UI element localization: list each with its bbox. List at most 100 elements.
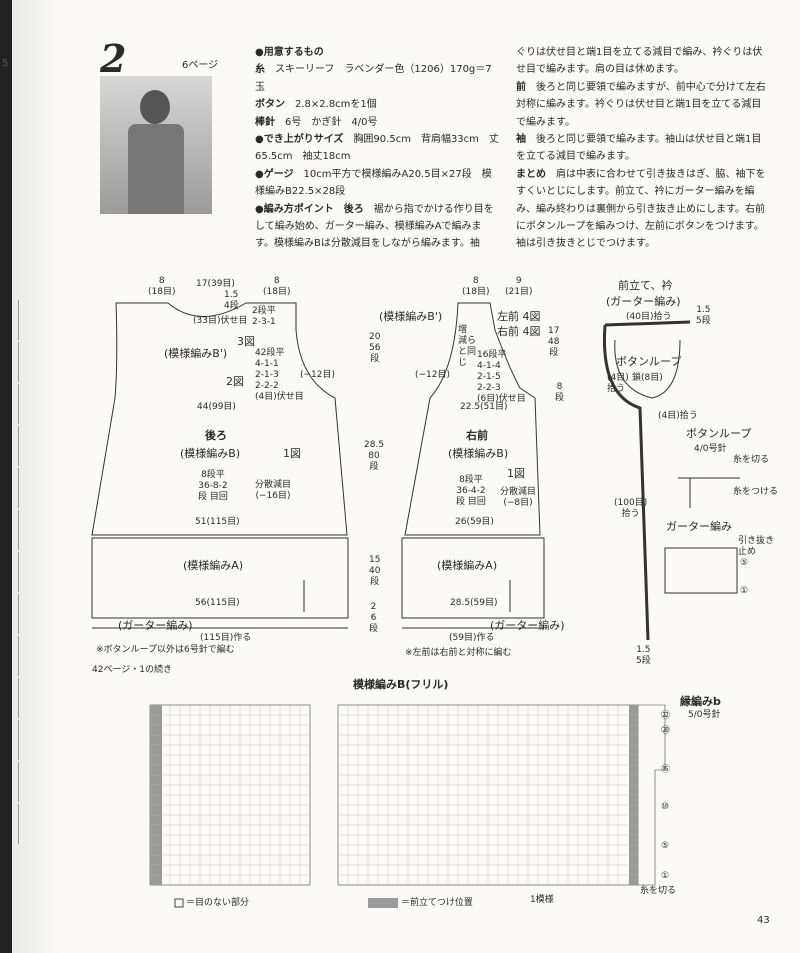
loop-detail-cut: 糸を切る [733,455,770,465]
back-side: (−12目) [300,370,336,380]
front-width-a: 28.5(59目) [450,598,498,608]
legend-blank-box [174,898,184,908]
book-spine [0,0,12,953]
text-para: ボタン 2.8×2.8cmを1個 [255,96,500,113]
chart-row-10: ⑩ [661,802,670,812]
back-pattern-a: (模様編みA) [183,559,244,572]
photo-body [128,124,184,214]
index-tab [0,594,19,634]
model-photo [100,76,212,214]
placket-loop-chain: 鎖(8目) [632,373,663,383]
index-tab [0,636,19,676]
front-top-left: 8 (18目) [462,276,490,297]
back-shoulder: 1.5 4段 [224,290,239,311]
photo-head [140,90,170,124]
placket-pick1: (40目)拾う [626,312,672,322]
chart-row-20: ⑳ [661,726,671,736]
pattern-number: 2 [100,36,127,81]
back-dist: 8段平 36-8-2 段 目回 [198,470,228,502]
placket-pick2: (4目) 拾う [607,373,629,394]
back-dist-note: 分散減目 (−16目) [255,480,292,501]
garter-row-1: ① [740,586,749,596]
front-dist: 8段平 36-4-2 段 目回 [456,475,486,507]
back-pattern-b-prime: (模様編みB') [164,347,228,360]
dim-h6: 8 段 [555,382,565,403]
front-side: (−12目) [415,370,451,380]
index-tab [0,468,19,508]
section-body: 胸囲90.5cm 背肩幅33cm 丈65.5cm 袖丈18cm [255,134,499,163]
back-fig3: 3図 [237,335,255,348]
back-name: 後ろ [205,429,227,442]
front-fig4-left: 左前 4図 [497,310,541,323]
front-neck-note: 増 減ら と同 じ [458,325,477,368]
placket-pick4: (100目) 拾う [614,498,648,519]
loop-detail-attach: 糸をつける [733,487,779,497]
placket-rows: 1.5 5段 [696,305,711,326]
front-width-b: 26(59目) [455,517,494,527]
dim-h3: 15 40 段 [369,555,381,587]
front-note: ※左前は右前と対称に編む [405,648,512,658]
gutter-mark: 5 [2,58,9,69]
index-tab [0,804,19,844]
chart-edge-hook: 5/0号針 [688,710,721,720]
chart-edge: 縁編みb [680,695,721,708]
index-tab [0,720,19,760]
front-outline [404,302,541,536]
placket-pick3: (4目)拾う [658,411,698,421]
back-note: ※ボタンループ以外は6号針で編む [96,645,235,655]
dim-h4: 2 6 段 [369,602,379,634]
back-pattern-a-outline [91,537,349,619]
front-pattern-a: (模様編みA) [437,559,498,572]
chart-gridlines [150,705,638,885]
chart-row-1: ① [661,871,670,881]
legend-pick: ＝前立てつけ位置 [401,898,473,908]
section-head: ●ゲージ [255,168,294,180]
back-cast: (115目)作る [200,633,252,643]
front-pattern-b-prime: (模様編みB') [379,310,443,323]
section-body: ぐりは伏せ目と端1目を立てる減目で編み、衿ぐりは伏せ目で編みます。肩の目は休めま… [516,47,763,76]
section-head: ●でき上がりサイズ [255,134,344,146]
index-tab [0,384,19,424]
section-head: 棒針 [255,116,275,128]
legend-blank: ＝目のない部分 [186,898,250,908]
section-body: 裾から指でかける作り目をして編み始め、ガーター編み、模様編みAで編みます。模様編… [255,203,494,250]
back-width-top: 44(99目) [197,402,236,412]
text-para: 前 後ろと同じ要領で編みますが、前中心で分けて左右対称に編みます。衿ぐりは伏せ目… [516,79,768,131]
section-body: 後ろと同じ要領で編みます。袖山は伏せ目と端1目を立てる減目で編みます。 [516,134,762,163]
index-tab [0,510,19,550]
text-para: ぐりは伏せ目と端1目を立てる減目で編み、衿ぐりは伏せ目で編みます。肩の目は休めま… [516,44,768,79]
back-neck-dec: 2段平 2-3-1 [252,306,276,327]
page-number: 43 [757,915,770,926]
page-reference: 6ページ [182,60,219,71]
back-neck: (33目)伏せ目 [193,316,248,326]
chart-row-22: ㉒ [661,711,671,721]
back-arm-dec: 42段平 4-1-1 2-1-3 2-2-2 (4目)伏せ目 [255,348,304,402]
section-body: 10cm平方で模様編みA20.5目×27段 模様編みB22.5×28段 [255,168,492,198]
loop-detail-hook: 4/0号針 [694,444,727,454]
placket-title: 前立て、衿 [618,279,673,292]
section-head: 糸 [255,64,265,76]
garter-chart-box [664,547,738,594]
garter-detail-bind: 引き抜き 止め [738,536,775,557]
section-body: 2.8×2.8cmを1個 [295,99,377,111]
front-pattern-b: (模様編みB) [448,447,509,460]
text-para: 袖 後ろと同じ要領で編みます。袖山は伏せ目と端1目を立てる減目で編みます。 [516,131,768,166]
text-para: 糸 スキーリーフ ラベンダー色（1206）170g＝7玉 [255,61,500,96]
loop-detail-title: ボタンループ [686,427,752,440]
front-width-top: 22.5(51目) [460,402,508,412]
front-fig4-right: 右前 4図 [497,325,541,338]
back-top-left: 8 (18目) [148,276,176,297]
back-pattern-b: (模様編みB) [180,447,241,460]
dim-h5: 17 48 段 [548,326,560,358]
section-body: 6号 かぎ針 4/0号 [285,116,378,128]
front-name: 右前 [466,429,488,442]
collar-outline [604,320,691,327]
chart-left-cols [169,705,301,885]
section-body: 後ろと同じ要領で編みますが、前中心で分けて左右対称に編みます。衿ぐりは伏せ目と端… [516,81,766,128]
chart-edge-grid [638,704,666,886]
text-para: ●でき上がりサイズ 胸囲90.5cm 背肩幅33cm 丈65.5cm 袖丈18c… [255,131,500,166]
back-fig1: 1図 [283,447,301,460]
back-width-a: 56(115目) [195,598,240,608]
front-fig1: 1図 [507,467,525,480]
